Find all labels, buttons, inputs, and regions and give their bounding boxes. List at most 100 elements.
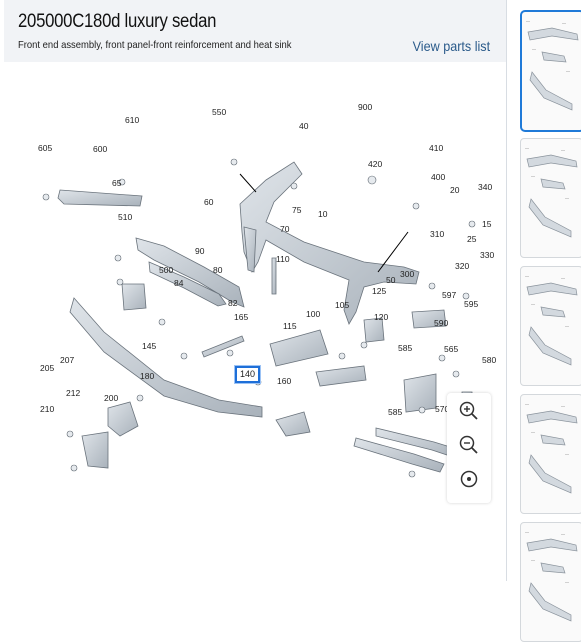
- callout-207[interactable]: 207: [60, 355, 75, 365]
- svg-text:—: —: [565, 579, 569, 584]
- svg-text:—: —: [566, 68, 570, 73]
- callout-585b[interactable]: 585: [388, 407, 403, 417]
- callout-595[interactable]: 595: [464, 299, 479, 309]
- callout-585a[interactable]: 585: [398, 343, 413, 353]
- callout-40[interactable]: 40: [299, 121, 309, 131]
- callout-510[interactable]: 510: [118, 212, 133, 222]
- callout-597[interactable]: 597: [442, 290, 457, 300]
- callout-65[interactable]: 65: [112, 178, 122, 188]
- svg-text:—: —: [525, 145, 529, 150]
- svg-text:—: —: [525, 273, 529, 278]
- thumbnail-4[interactable]: ————: [520, 394, 581, 514]
- page-title: 205000C180d luxury sedan: [18, 11, 217, 32]
- callout-120[interactable]: 120: [374, 312, 389, 322]
- part-180-bracket: [107, 401, 139, 437]
- callout-212[interactable]: 212: [66, 388, 81, 398]
- callout-80[interactable]: 80: [213, 265, 223, 275]
- callout-75[interactable]: 75: [292, 205, 302, 215]
- thumbnail-5[interactable]: ————: [520, 522, 581, 642]
- svg-text:—: —: [561, 147, 565, 152]
- svg-text:—: —: [526, 18, 530, 23]
- callout-60[interactable]: 60: [204, 197, 214, 207]
- callout-50[interactable]: 50: [386, 275, 396, 285]
- callout-590[interactable]: 590: [434, 318, 449, 328]
- callout-115[interactable]: 115: [283, 321, 297, 331]
- svg-text:—: —: [561, 531, 565, 536]
- callout-580[interactable]: 580: [482, 355, 497, 365]
- parts-diagram[interactable]: 605 610 600 550 40 900 410 420 400 340 20 65 60 75 10 1…: [4, 62, 506, 581]
- svg-text:—: —: [565, 195, 569, 200]
- svg-text:—: —: [561, 275, 565, 280]
- callout-410[interactable]: 410: [429, 143, 444, 153]
- svg-text:—: —: [531, 429, 535, 434]
- callout-310[interactable]: 310: [430, 229, 445, 239]
- page-subtitle: Front end assembly, front panel-front re…: [18, 39, 292, 51]
- callout-165[interactable]: 165: [234, 312, 249, 322]
- callout-20[interactable]: 20: [450, 185, 460, 195]
- svg-text:—: —: [531, 301, 535, 306]
- diagram-thumbnail-icon: ————: [525, 401, 578, 494]
- callout-84[interactable]: 84: [174, 278, 184, 288]
- callout-205[interactable]: 205: [40, 363, 55, 373]
- diagram-viewer: 205000C180d luxury sedan Front end assem…: [4, 0, 507, 581]
- callout-565[interactable]: 565: [444, 344, 459, 354]
- callout-600[interactable]: 600: [93, 144, 108, 154]
- callout-160[interactable]: 160: [277, 376, 292, 386]
- diagram-thumbnail-icon: ————: [525, 145, 578, 238]
- callout-210[interactable]: 210: [40, 404, 55, 414]
- callout-25[interactable]: 25: [467, 234, 477, 244]
- callout-570[interactable]: 570: [435, 404, 450, 414]
- callout-900[interactable]: 900: [358, 102, 373, 112]
- callout-500[interactable]: 500: [159, 265, 174, 275]
- callout-300[interactable]: 300: [400, 269, 415, 279]
- callout-100[interactable]: 100: [306, 309, 321, 319]
- part-500-bracket: [121, 283, 147, 311]
- svg-text:—: —: [561, 403, 565, 408]
- part-600-bracket: [57, 189, 143, 207]
- callout-140[interactable]: 140: [235, 366, 261, 383]
- callout-180[interactable]: 180: [140, 371, 155, 381]
- callout-145[interactable]: 145: [142, 341, 157, 351]
- callout-105[interactable]: 105: [335, 300, 350, 310]
- target-icon: [460, 470, 478, 488]
- thumbnail-3[interactable]: ————: [520, 266, 581, 386]
- callout-90[interactable]: 90: [195, 246, 205, 256]
- part-10-left-leg: [243, 226, 257, 273]
- callout-420[interactable]: 420: [368, 159, 383, 169]
- part-160-bracket: [275, 411, 311, 437]
- callout-340[interactable]: 340: [478, 182, 493, 192]
- callout-610[interactable]: 610: [125, 115, 140, 125]
- zoom-in-icon: [459, 401, 478, 420]
- part-90-rail: [148, 261, 227, 307]
- callout-110[interactable]: 110: [276, 254, 290, 264]
- part-60-rail: [135, 237, 245, 308]
- thumbnail-1[interactable]: ————: [520, 10, 581, 132]
- diagram-thumbnail-icon: ————: [525, 529, 578, 622]
- callout-10[interactable]: 10: [318, 209, 328, 219]
- zoom-out-button[interactable]: [459, 435, 479, 455]
- part-320-bracket: [411, 309, 447, 329]
- callout-125[interactable]: 125: [372, 286, 387, 296]
- zoom-in-button[interactable]: [459, 401, 479, 421]
- svg-text:—: —: [531, 557, 535, 562]
- reset-view-button[interactable]: [459, 469, 479, 489]
- svg-text:—: —: [565, 451, 569, 456]
- exploded-view-drawing: [42, 158, 476, 478]
- callout-15[interactable]: 15: [482, 219, 492, 229]
- part-570-strut: [353, 437, 445, 473]
- part-10-front-end-carrier: [239, 161, 420, 325]
- callout-330[interactable]: 330: [480, 250, 495, 260]
- callout-550[interactable]: 550: [212, 107, 227, 117]
- callout-200[interactable]: 200: [104, 393, 119, 403]
- callout-605[interactable]: 605: [38, 143, 53, 153]
- part-590-bracket: [403, 373, 437, 413]
- callout-82[interactable]: 82: [228, 298, 238, 308]
- thumbnail-2[interactable]: ————: [520, 138, 581, 258]
- part-80-rod: [201, 335, 245, 358]
- callout-400[interactable]: 400: [431, 172, 446, 182]
- diagram-header: 205000C180d luxury sedan Front end assem…: [4, 0, 506, 62]
- svg-text:—: —: [532, 46, 536, 51]
- callout-320[interactable]: 320: [455, 261, 470, 271]
- view-parts-list-link[interactable]: View parts list: [412, 38, 490, 54]
- callout-70[interactable]: 70: [280, 224, 290, 234]
